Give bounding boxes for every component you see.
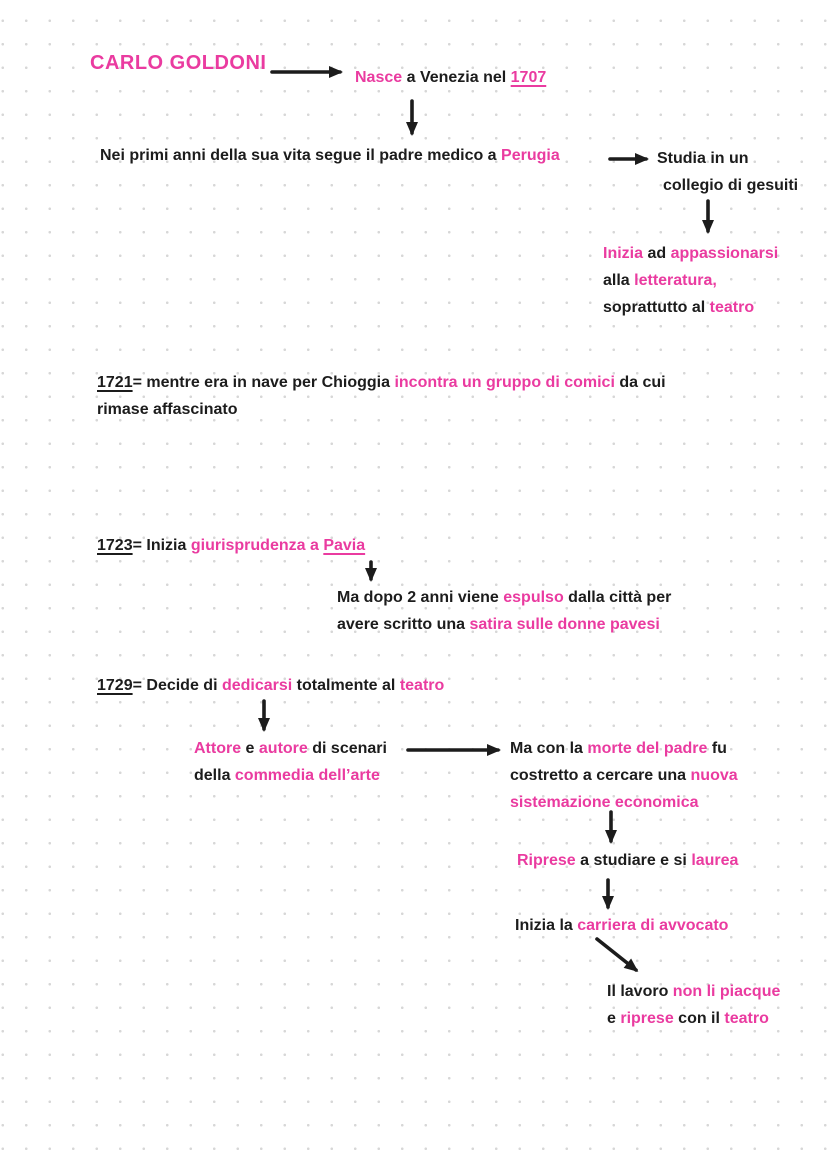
text-segment: soprattutto al [603, 299, 710, 316]
text-segment: espulso [503, 589, 564, 606]
text-segment: Pavia [323, 537, 366, 554]
arrow-lawyer-to-theatre-icon [595, 937, 639, 972]
line: della commedia dell’arte [194, 762, 387, 789]
theatre-return-note: Il lavoro non li piacque e riprese con i… [607, 978, 780, 1032]
line: Attore e autore di scenari [194, 735, 387, 762]
line: avere scritto una satira sulle donne pav… [337, 611, 671, 638]
note-1721: 1721= mentre era in nave per Chioggia in… [97, 369, 666, 423]
text-segment: CARLO GOLDONI [90, 52, 267, 74]
text-segment: riprese [620, 1010, 674, 1027]
line: soprattutto al teatro [603, 294, 778, 321]
expulsion-note: Ma dopo 2 anni viene espulso dalla città… [337, 584, 671, 638]
line: Inizia la carriera di avvocato [515, 912, 728, 939]
text-segment: Ma con la [510, 740, 588, 757]
note-1729: 1729= Decide di dedicarsi totalmente al … [97, 672, 444, 699]
childhood-note: Nei primi anni della sua vita segue il p… [100, 142, 560, 169]
text-segment: autore [258, 740, 308, 757]
text-segment: collegio di gesuiti [663, 177, 799, 194]
text-segment: = Inizia [132, 537, 191, 554]
line: e riprese con il teatro [607, 1005, 780, 1032]
passion-note: Inizia ad appassionarsi alla letteratura… [603, 240, 778, 321]
graduation-note: Riprese a studiare e si laurea [517, 847, 738, 874]
text-segment: ad [643, 245, 671, 262]
line: CARLO GOLDONI [90, 50, 267, 77]
text-segment: teatro [399, 677, 445, 694]
text-segment: dedicarsi [221, 677, 293, 694]
text-segment: 1729 [97, 677, 133, 694]
text-segment: Attore [194, 740, 242, 757]
line: costretto a cercare una nuova [510, 762, 738, 789]
text-segment: della [194, 767, 235, 784]
text-segment: di scenari [307, 740, 387, 757]
text-segment: a studiare e si [575, 852, 692, 869]
text-segment: carriera di avvocato [577, 917, 729, 934]
line: Nasce a Venezia nel 1707 [355, 64, 546, 91]
text-segment: rimase affascinato [97, 401, 238, 418]
text-segment: fu [707, 740, 727, 757]
line: collegio di gesuiti [657, 172, 798, 199]
college-note: Studia in un collegio di gesuiti [657, 145, 798, 199]
text-segment: dalla città per [563, 589, 672, 606]
line: Il lavoro non li piacque [607, 978, 780, 1005]
line: 1723= Inizia giurisprudenza a Pavia [97, 532, 365, 559]
text-segment: commedia dell’arte [234, 767, 380, 784]
text-segment: 1723 [97, 537, 133, 554]
text-segment: alla [603, 272, 635, 289]
line: Ma con la morte del padre fu [510, 735, 738, 762]
text-segment: incontra un gruppo di comici [394, 374, 615, 391]
line: rimase affascinato [97, 396, 666, 423]
birth-note: Nasce a Venezia nel 1707 [355, 64, 546, 91]
text-segment: nuova [690, 767, 738, 784]
text-segment: giurisprudenza a [190, 537, 324, 554]
text-segment: non li piacque [672, 983, 781, 1000]
text-segment: e [607, 1010, 621, 1027]
line: alla letteratura, [603, 267, 778, 294]
text-segment: Nei primi anni della sua vita segue il p… [100, 147, 502, 164]
text-segment: letteratura, [634, 272, 717, 289]
text-segment: Nasce [355, 69, 403, 86]
text-segment: laurea [691, 852, 739, 869]
text-segment: e [241, 740, 259, 757]
text-segment: a Venezia nel [402, 69, 511, 86]
text-segment: appassionarsi [670, 245, 779, 262]
line: Riprese a studiare e si laurea [517, 847, 738, 874]
text-segment: da cui [614, 374, 666, 391]
text-segment: Inizia la [515, 917, 578, 934]
text-segment: teatro [709, 299, 755, 316]
text-segment: Studia in un [657, 150, 749, 167]
text-segment: totalmente al [292, 677, 400, 694]
note-1723: 1723= Inizia giurisprudenza a Pavia [97, 532, 365, 559]
text-segment: teatro [724, 1010, 769, 1027]
text-segment: Perugia [501, 147, 560, 164]
line: sistemazione economica [510, 789, 738, 816]
text-segment: 1721 [97, 374, 133, 391]
text-segment: morte del padre [587, 740, 708, 757]
text-segment: costretto a cercare una [510, 767, 691, 784]
text-segment: = Decide di [132, 677, 222, 694]
father-death-note: Ma con la morte del padre fu costretto a… [510, 735, 738, 816]
text-segment: Il lavoro [607, 983, 673, 1000]
line: Inizia ad appassionarsi [603, 240, 778, 267]
text-segment: con il [673, 1010, 725, 1027]
text-segment: = mentre era in nave per Chioggia [132, 374, 395, 391]
text-segment: avere scritto una [337, 616, 470, 633]
text-segment: Inizia [603, 245, 644, 262]
line: 1721= mentre era in nave per Chioggia in… [97, 369, 666, 396]
page-title: CARLO GOLDONI [90, 50, 267, 77]
text-segment: satira sulle donne pavesi [469, 616, 660, 633]
text-segment: Riprese [517, 852, 576, 869]
line: Studia in un [657, 145, 798, 172]
lawyer-note: Inizia la carriera di avvocato [515, 912, 728, 939]
text-segment: sistemazione economica [510, 794, 699, 811]
line: 1729= Decide di dedicarsi totalmente al … [97, 672, 444, 699]
commedia-note: Attore e autore di scenari della commedi… [194, 735, 387, 789]
text-segment: 1707 [510, 69, 547, 86]
text-segment: Ma dopo 2 anni viene [337, 589, 504, 606]
line: Ma dopo 2 anni viene espulso dalla città… [337, 584, 671, 611]
line: Nei primi anni della sua vita segue il p… [100, 142, 560, 169]
